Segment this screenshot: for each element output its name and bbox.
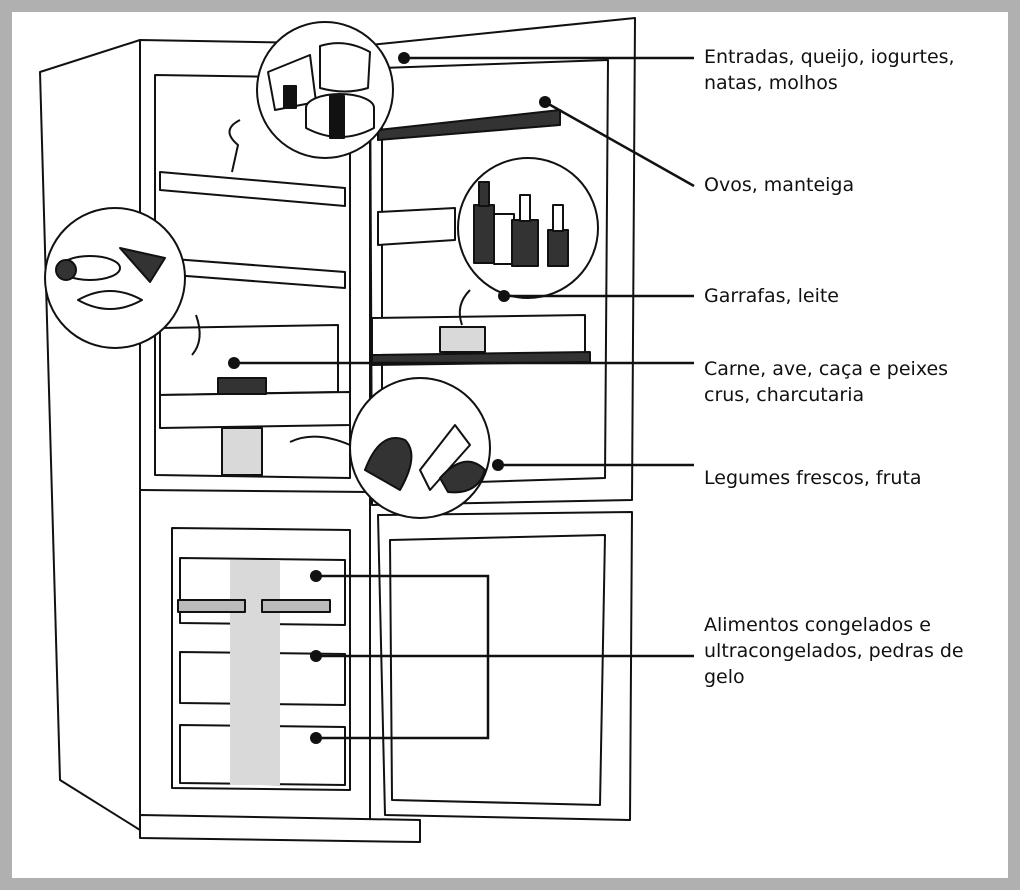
bottles-bubble xyxy=(457,157,599,299)
vegetables-bubble xyxy=(349,377,491,519)
label-vegetables: Legumes frescos, fruta xyxy=(704,467,922,489)
pointer-dot-dairy xyxy=(398,52,410,64)
freezer-compartment xyxy=(171,527,351,791)
pointer-dot-frozen-bottom xyxy=(310,732,322,744)
leader-frozen-bracket xyxy=(316,574,694,740)
cheese-bubble xyxy=(256,21,394,159)
label-bottles: Garrafas, leite xyxy=(704,285,839,307)
meat-bubble xyxy=(44,207,186,349)
leader-eggs xyxy=(544,100,695,188)
label-eggs: Ovos, manteiga xyxy=(704,174,855,196)
fridge-compartment xyxy=(154,74,351,479)
pointer-dot-eggs xyxy=(539,96,551,108)
pointer-dot-frozen-top xyxy=(310,570,322,582)
pointer-dot-frozen-middle xyxy=(310,650,322,662)
freezer-door xyxy=(377,511,633,821)
pointer-dot-meat xyxy=(228,357,240,369)
pointer-dot-vegetables xyxy=(492,459,504,471)
label-dairy: Entradas, queijo, iogurtes, natas, molho… xyxy=(704,46,955,94)
label-meat: Carne, ave, caça e peixes crus, charcuta… xyxy=(704,358,949,406)
label-frozen: Alimentos congelados e ultracongelados, … xyxy=(704,614,964,688)
pointer-dot-bottles xyxy=(498,290,510,302)
